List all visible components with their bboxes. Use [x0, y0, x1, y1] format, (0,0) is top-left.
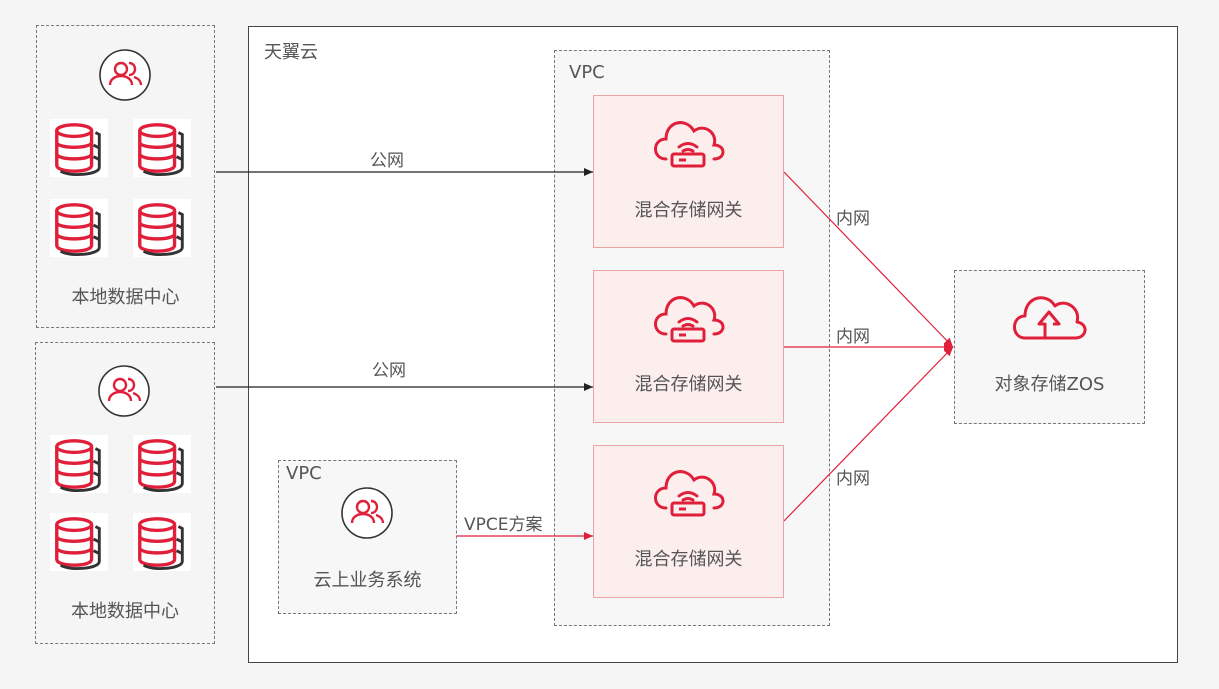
- public-label-2: 公网: [372, 361, 406, 381]
- gateway-1-label: 混合存储网关: [634, 200, 743, 221]
- database-icon-4: [133, 199, 191, 257]
- internal-label-1: 内网: [836, 209, 870, 229]
- users-icon-dc1: [99, 49, 151, 101]
- gateway-3-label: 混合存储网关: [634, 549, 743, 570]
- gateway-1: [593, 95, 784, 248]
- internal-label-2: 内网: [836, 327, 870, 347]
- gateway-2: [593, 270, 784, 423]
- database-icon-5: [50, 435, 108, 493]
- users-icon-dc2: [98, 365, 150, 417]
- vpc-main-title: VPC: [569, 62, 605, 83]
- gateway-3: [593, 445, 784, 598]
- zos-label: 对象存储ZOS: [994, 374, 1105, 395]
- cloud-title: 天翼云: [264, 42, 318, 63]
- internal-line-1: [783, 171, 954, 348]
- business-system-label: 云上业务系统: [313, 570, 422, 591]
- zos-box: [954, 270, 1145, 424]
- users-icon-business: [341, 487, 393, 539]
- database-icon-1: [50, 119, 108, 177]
- database-icon-7: [50, 513, 108, 571]
- cloud-upload-icon: [1013, 296, 1087, 340]
- gateway-3-icon: [654, 470, 725, 517]
- vpce-label: VPCE方案: [464, 515, 543, 535]
- datacenter-2-label: 本地数据中心: [71, 601, 179, 622]
- internal-line-3: [783, 346, 954, 522]
- internal-label-3: 内网: [836, 469, 870, 489]
- gateway-1-icon: [654, 121, 725, 168]
- gateway-2-icon: [654, 296, 725, 343]
- datacenter-1-label: 本地数据中心: [71, 287, 180, 308]
- database-icon-8: [133, 513, 191, 571]
- database-icon-3: [50, 199, 108, 257]
- database-icon-6: [133, 435, 191, 493]
- database-icon-2: [133, 119, 191, 177]
- gateway-2-label: 混合存储网关: [634, 374, 743, 395]
- public-label-1: 公网: [370, 151, 404, 171]
- vpc-business-title: VPC: [286, 463, 322, 484]
